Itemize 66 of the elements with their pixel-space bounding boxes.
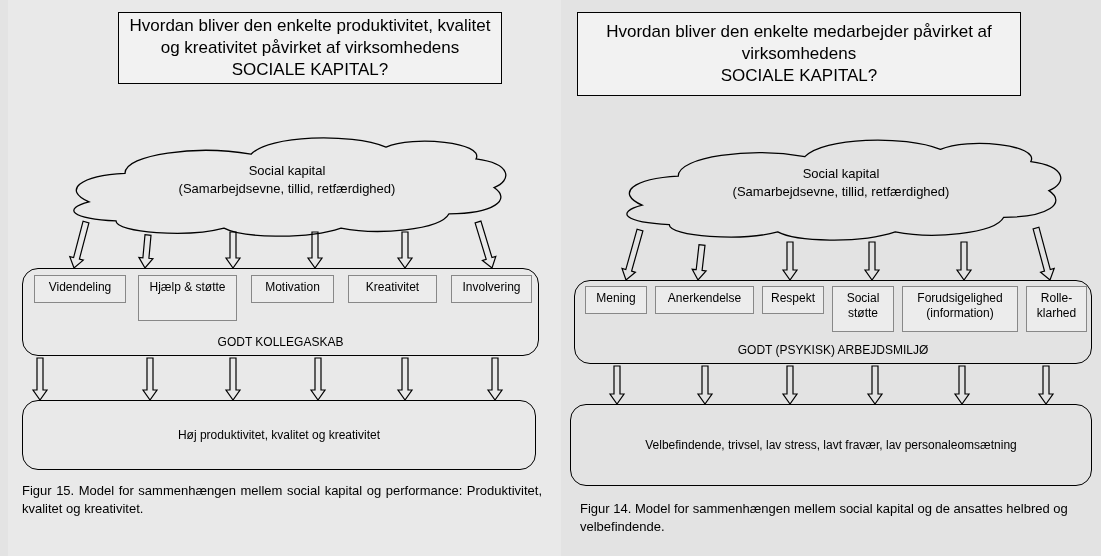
block-arrow [1037, 365, 1055, 406]
block-arrow [68, 220, 90, 269]
block-arrow [31, 357, 49, 402]
factor-box [832, 286, 894, 332]
node-text: Hjælp & støtte [149, 280, 226, 295]
block-arrow [608, 365, 626, 406]
block-arrow [955, 241, 973, 282]
factor-box [585, 286, 647, 314]
node-text: GODT (PSYKISK) ARBEJDSMILJØ [737, 343, 929, 357]
node-text: Anerkendelse [667, 291, 742, 306]
node-text: Social støtte [845, 291, 881, 321]
figure-caption: Figur 14. Model for sammenhængen mellem social kapital og de ansattes helbred og velbefindende. [580, 500, 1069, 536]
block-arrow [306, 231, 324, 270]
block-arrow [141, 357, 159, 402]
factor-box [34, 275, 126, 303]
node-text: Kreativitet [365, 280, 420, 295]
block-arrow [953, 365, 971, 406]
block-arrow [621, 228, 644, 281]
question-box [118, 12, 502, 84]
outcome-box [22, 400, 536, 470]
node-text: Velbefindende, trivsel, lav stress, lavt fravær, lav personaleomsætning [645, 437, 1017, 453]
node-text: GODT KOLLEGASKAB [217, 335, 344, 349]
question-box [577, 12, 1021, 96]
node-text: Forudsigelighed (information) [916, 291, 1004, 321]
node-text: Respekt [771, 291, 815, 306]
factor-box [451, 275, 532, 303]
block-arrow [866, 365, 884, 406]
node-text: Motivation [265, 280, 320, 295]
figure-caption: Figur 15. Model for sammenhængen mellem social kapital og performance: Produktivitet, kvalitet og kreativitet. [22, 482, 542, 518]
factor-box [1026, 286, 1087, 332]
factor-box [762, 286, 824, 314]
block-arrow [691, 244, 708, 282]
node-text: (Samarbejdsevne, tillid, retfærdighed) [178, 180, 396, 198]
node-text: Social kapital [802, 165, 880, 183]
outcome-box [570, 404, 1092, 486]
node-text: Hvordan bliver den enkelte medarbejder påvirket af virksomhedens [605, 21, 993, 65]
factor-box [902, 286, 1018, 332]
node-text: Hvordan bliver den enkelte produktivitet, kvalitet og kreativitet påvirket af virksomhedens [128, 15, 492, 59]
block-arrow [486, 357, 504, 402]
block-arrow [1032, 226, 1056, 281]
node-text: Involvering [462, 280, 521, 295]
node-text: Høj produktivitet, kvalitet og kreativitet [177, 427, 381, 443]
node-text: SOCIALE KAPITAL? [231, 59, 389, 81]
factor-box [138, 275, 237, 321]
rounded-band [574, 280, 1092, 364]
node-text: Rolle-klarhed [1035, 291, 1078, 321]
block-arrow [696, 365, 714, 406]
factor-box [655, 286, 754, 314]
block-arrow [396, 231, 414, 270]
node-text: Mening [596, 291, 636, 306]
node-text: Videndeling [48, 280, 112, 295]
node-text: Social kapital [248, 162, 326, 180]
block-arrow [863, 241, 881, 282]
block-arrow [224, 231, 242, 270]
block-arrow [781, 365, 799, 406]
node-text: (Samarbejdsevne, tillid, retfærdighed) [732, 183, 950, 201]
block-arrow [474, 220, 497, 269]
block-arrow [396, 357, 414, 402]
block-arrow [309, 357, 327, 402]
rounded-band [22, 268, 539, 356]
factor-box [251, 275, 334, 303]
block-arrow [137, 234, 155, 270]
block-arrow [224, 357, 242, 402]
node-text: SOCIALE KAPITAL? [720, 65, 878, 87]
factor-box [348, 275, 437, 303]
block-arrow [781, 241, 799, 282]
